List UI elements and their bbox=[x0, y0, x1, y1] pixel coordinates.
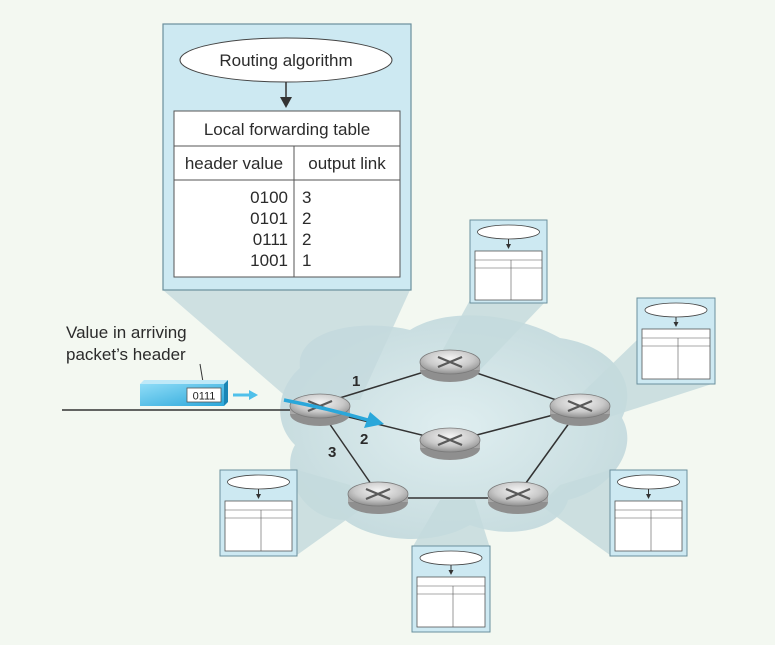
link-label-1: 1 bbox=[352, 373, 360, 390]
arriving-label-line1: Value in arriving bbox=[66, 323, 187, 342]
table-row-header-value: 1001 bbox=[250, 251, 288, 270]
packet: 0111 bbox=[140, 380, 228, 406]
forwarding-table-title: Local forwarding table bbox=[204, 120, 370, 139]
router-panel-bottom bbox=[411, 545, 491, 633]
router-cross-icon bbox=[437, 355, 463, 369]
router-right bbox=[549, 393, 611, 426]
down-arrow-icon bbox=[280, 97, 292, 108]
table-row-header-value: 0101 bbox=[250, 209, 288, 228]
packet-header-value: 0111 bbox=[193, 391, 216, 403]
forwarding-arrow-head-icon bbox=[364, 412, 384, 428]
router-top bbox=[419, 349, 481, 382]
spotlight-bottom-right bbox=[540, 470, 610, 555]
table-row-header-value: 0100 bbox=[250, 188, 288, 207]
router-cross-icon bbox=[567, 399, 593, 413]
link-label-3: 3 bbox=[328, 444, 336, 461]
column-header-value: header value bbox=[185, 154, 283, 173]
main-panel-spotlight bbox=[163, 290, 410, 400]
table-row-output-link: 2 bbox=[302, 209, 311, 228]
router-panel-right bbox=[636, 297, 716, 385]
router-panel-bottom-right bbox=[609, 469, 688, 557]
router-panel-top-right bbox=[469, 219, 548, 304]
forwarding-table bbox=[173, 110, 401, 278]
table-row-output-link: 3 bbox=[302, 188, 311, 207]
router-cross-icon bbox=[437, 433, 463, 447]
packet-motion-arrow-icon bbox=[233, 390, 258, 400]
link-label-2: 2 bbox=[360, 431, 368, 448]
column-output-link: output link bbox=[308, 154, 386, 173]
spotlight-bottom-left bbox=[297, 470, 360, 555]
router-cross-icon bbox=[365, 487, 391, 501]
packet-header-box bbox=[186, 387, 222, 403]
table-row-output-link: 2 bbox=[302, 230, 311, 249]
main-router-panel: Routing algorithm Local forwarding table… bbox=[162, 23, 412, 291]
routing-algorithm-label: Routing algorithm bbox=[219, 51, 352, 70]
router-cross-icon bbox=[505, 487, 531, 501]
table-row-header-value: 0111 bbox=[253, 230, 288, 249]
table-row-output-link: 1 bbox=[302, 251, 311, 270]
arriving-label-line2: packet’s header bbox=[66, 345, 186, 364]
router-bottom-right bbox=[487, 481, 549, 514]
router-bottom-left bbox=[347, 481, 409, 514]
router-panel-bottom-left bbox=[219, 469, 298, 557]
forwarding-arrow bbox=[283, 398, 369, 422]
spotlight-bottom bbox=[412, 500, 490, 548]
router-middle bbox=[419, 427, 481, 460]
router-main bbox=[289, 393, 351, 426]
